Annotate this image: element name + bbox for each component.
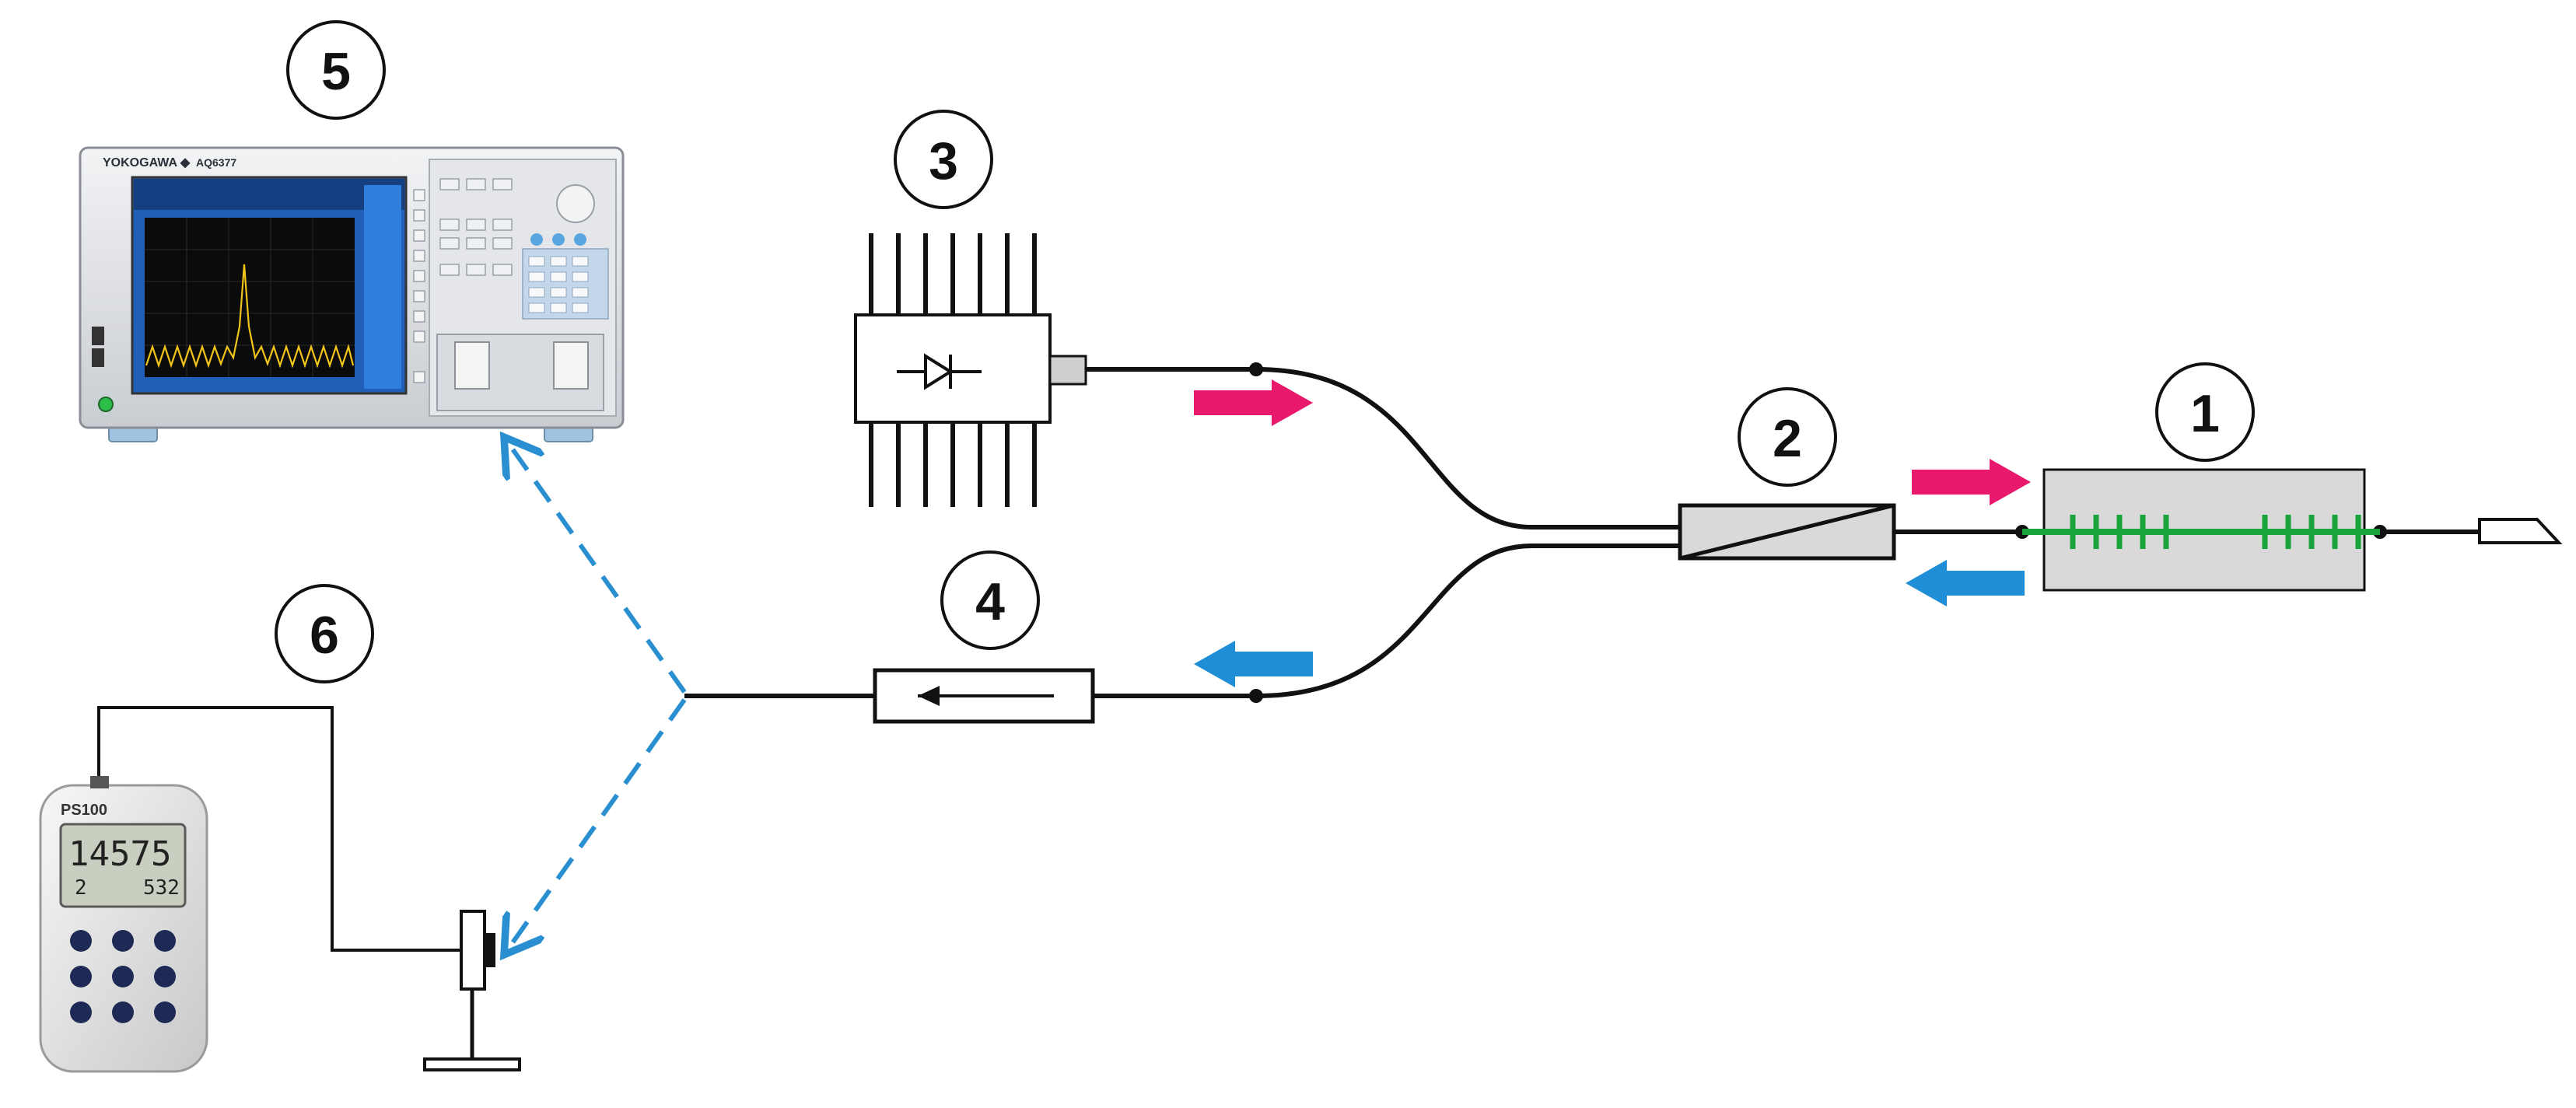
osa-arrow-key: [574, 233, 586, 246]
label-3-text: 3: [929, 131, 958, 190]
power-meter-buttons: [70, 930, 176, 1023]
forward-arrow-top: [1194, 379, 1313, 426]
power-meter-reading-right: 532: [143, 876, 180, 900]
power-meter-reading-main: 14575: [68, 834, 171, 874]
power-meter-reading-left: 2: [75, 876, 87, 900]
osa-usb-port: [92, 348, 104, 367]
power-meter-lcd: [59, 823, 187, 908]
power-meter-model: PS100: [61, 802, 107, 819]
power-meter-top-connector: [90, 776, 109, 788]
osa-arrow-key: [552, 233, 565, 246]
osa-plot-grid: [145, 218, 355, 377]
power-meter: PS100 14575 2 532: [39, 776, 208, 1073]
osa-screen-plot: [145, 218, 355, 377]
branch-dashed-lines: [509, 445, 687, 947]
label-2: 2: [1738, 387, 1837, 487]
optical-isolator: [873, 668, 1095, 724]
detector-window: [485, 933, 495, 967]
osa-model: AQ6377: [196, 156, 236, 169]
backward-arrow-right: [1906, 560, 2025, 606]
osa-keypad: [439, 178, 513, 276]
fiber-end-connector: [2478, 518, 2563, 544]
osa-optical-output: [553, 341, 589, 390]
detector-base: [423, 1057, 521, 1071]
osa-arrow-key: [530, 233, 543, 246]
osa-spectrum-trace: [145, 264, 355, 369]
fiber-source-to-coupler: [1085, 367, 1680, 530]
joint-dot: [1249, 689, 1263, 703]
fiber-bragg-grating: [2022, 468, 2380, 592]
photodetector: [423, 910, 521, 1071]
label-1: 1: [2155, 362, 2255, 462]
osa-rotary-knob: [556, 184, 595, 223]
fiber-coupler-to-isolator: [1093, 544, 1680, 698]
fiber-network: [684, 367, 2481, 698]
label-3: 3: [894, 110, 993, 209]
label-5-text: 5: [321, 42, 351, 101]
detector-head: [460, 910, 486, 991]
osa-optical-input: [454, 341, 490, 390]
backward-arrow-bottom: [1194, 641, 1313, 687]
diode-symbol-icon: [897, 353, 982, 390]
osa-power-button: [98, 397, 114, 412]
forward-arrow-right: [1912, 459, 2031, 505]
optical-spectrum-analyzer: YOKOGAWA ◆ AQ6377: [79, 146, 625, 442]
label-4: 4: [940, 551, 1040, 650]
osa-numpad-keys: [528, 256, 589, 313]
diode-package: [854, 313, 1052, 424]
osa-usb-port: [92, 327, 104, 345]
osa-side-buttons: [413, 189, 425, 383]
osa-brand: YOKOGAWA ◆: [103, 156, 191, 170]
label-6: 6: [275, 584, 374, 683]
label-5: 5: [286, 20, 386, 120]
osa-screen-header: [134, 179, 404, 210]
diode-pigtail: [1048, 355, 1087, 386]
joint-dot: [1249, 362, 1263, 376]
isolator-arrow-icon: [918, 686, 940, 706]
grating-marks: [2070, 515, 2361, 549]
label-1-text: 1: [2190, 384, 2220, 443]
dashed-to-osa: [509, 445, 687, 694]
osa-softkeys: [364, 185, 401, 389]
optical-circulator: [1678, 503, 1896, 561]
label-2-text: 2: [1773, 409, 1802, 468]
laser-diode-source: [854, 233, 1087, 507]
detector-cable: [97, 706, 464, 952]
label-6-text: 6: [310, 606, 339, 665]
label-4-text: 4: [975, 572, 1005, 631]
diode-pins: [869, 233, 1037, 507]
dashed-to-detector: [509, 698, 687, 947]
